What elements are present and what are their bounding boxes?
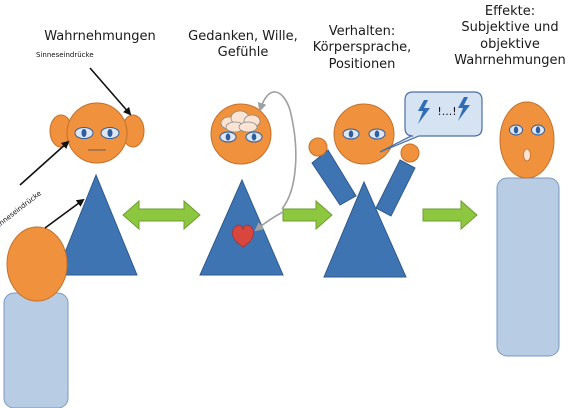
behaver-head — [333, 103, 395, 165]
sense-arrow-lower — [44, 198, 85, 229]
feedback-arrow-heart — [254, 211, 284, 232]
sense-arrow-top — [89, 67, 132, 116]
thought-cloud — [220, 110, 261, 133]
stage2-title-line2: Gefühle — [217, 45, 269, 61]
stage4-title-line4: Wahrnehmungen — [454, 52, 566, 68]
stage4-title: Effekte: Subjektive und objektive Wahrne… — [451, 4, 569, 69]
behaver-hand-left — [308, 137, 328, 157]
feedback-arrow-head — [257, 91, 297, 210]
effects-body — [496, 177, 560, 357]
thinker-eyes — [219, 131, 263, 143]
behaver-body — [323, 180, 407, 278]
speech-bubble-text: !...! — [437, 105, 457, 118]
stage4-title-line3: objektive — [480, 36, 540, 52]
senses-label-upper: Sinneseindrücke — [36, 51, 94, 59]
behaver-arm-right — [375, 159, 416, 217]
double-arrow-perception-thought — [122, 199, 201, 231]
stage3-title-line2: Körpersprache, — [312, 40, 412, 56]
stage2-title-line1: Gedanken, Wille, — [188, 29, 298, 44]
effects-mouth-open — [523, 148, 531, 162]
lightning-icon — [418, 100, 430, 124]
stage3-title: Verhalten: Körpersprache, Positionen — [300, 24, 424, 73]
behaver-hand-right — [400, 143, 420, 163]
observer-head — [6, 226, 68, 302]
speech-bubble — [379, 91, 483, 153]
figure-behaver — [308, 103, 420, 278]
behaver-eyes — [342, 128, 386, 140]
lightning-icon — [458, 97, 470, 121]
effects-eyes — [509, 124, 545, 136]
sense-arrow-middle — [19, 140, 70, 186]
figure-observer — [3, 226, 69, 408]
perceiver-head — [66, 102, 128, 164]
heart-icon — [232, 224, 254, 248]
arrow-behavior-effects — [422, 199, 478, 231]
stage1-title: Wahrnehmungen — [44, 29, 156, 44]
arrow-thought-behavior — [282, 199, 333, 231]
stage3-title-line3: Positionen — [328, 56, 396, 72]
figure-effects — [496, 101, 560, 357]
perceiver-body — [55, 173, 138, 276]
figure-thinker — [199, 103, 284, 276]
stage2-title: Gedanken, Wille, Gefühle — [183, 29, 303, 62]
stage3-title-line1: Verhalten: — [328, 24, 396, 39]
perceiver-eyes — [74, 127, 120, 139]
observer-body — [3, 292, 69, 408]
stage4-title-line2: Subjektive und — [461, 20, 559, 36]
figure-perceiver — [49, 102, 145, 276]
effects-head — [499, 101, 555, 179]
stage4-title-line1: Effekte: — [484, 4, 536, 19]
